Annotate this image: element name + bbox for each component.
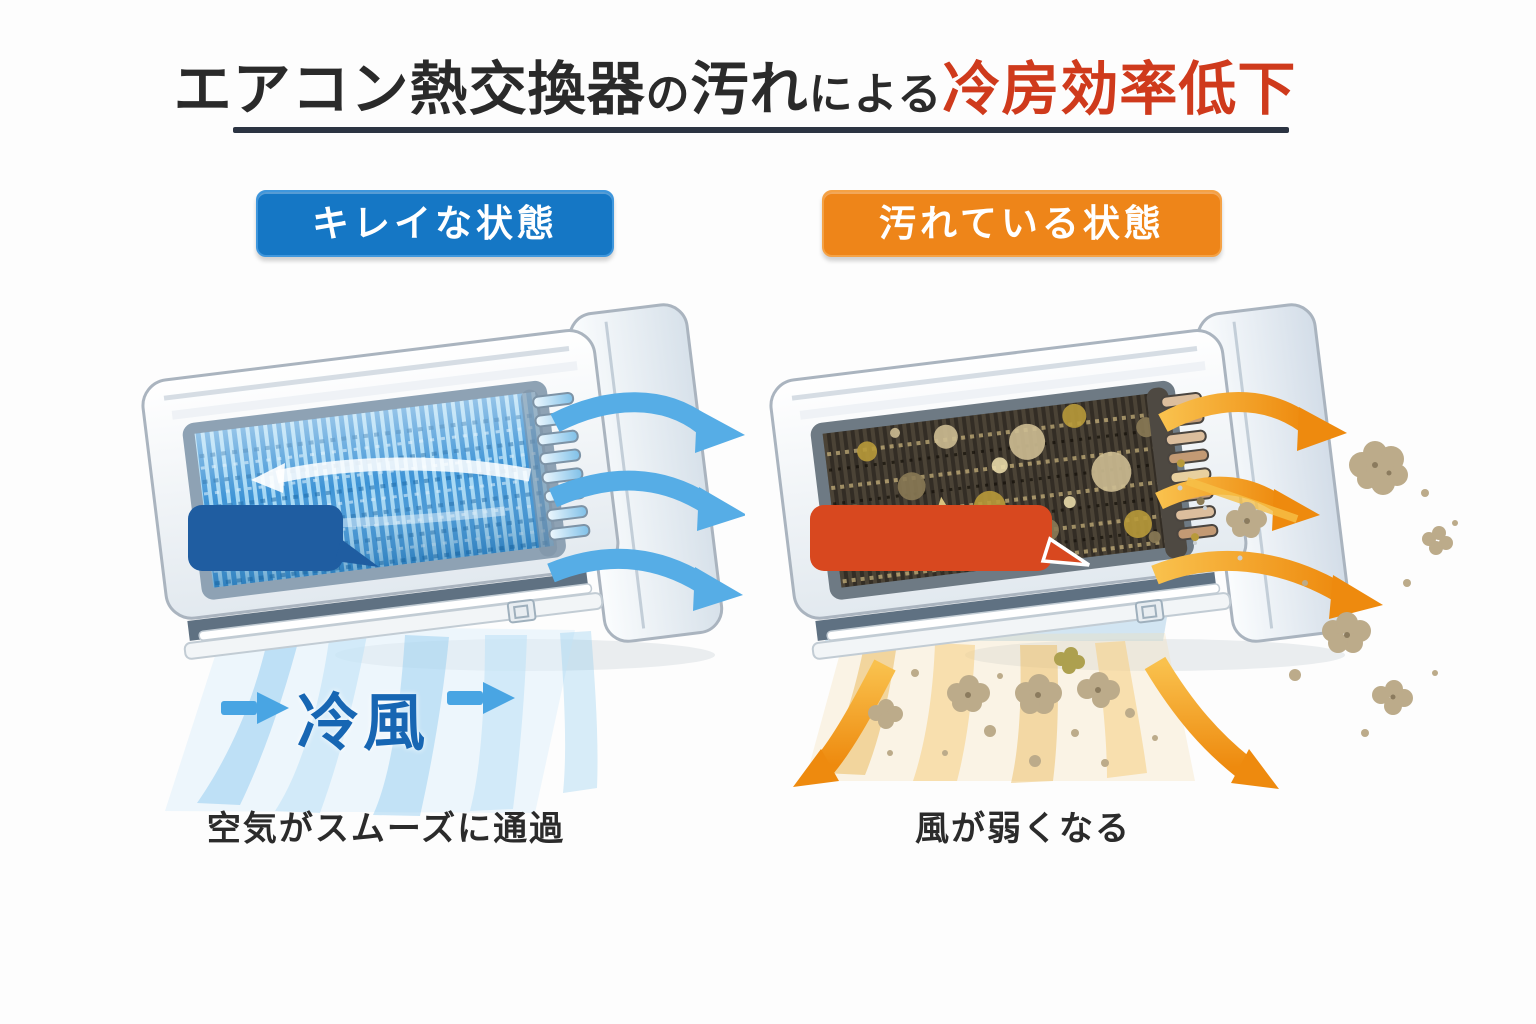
down-left-arrow-icon <box>793 659 896 787</box>
cold-wind-label: 冷風 <box>296 689 429 758</box>
cold-air-arrow-icon <box>221 692 289 724</box>
title-black-2: 汚れ <box>690 57 809 122</box>
speech-bubble-clean <box>188 505 379 571</box>
dust-clump <box>947 675 990 712</box>
title-underline <box>233 127 1289 133</box>
clean-state-badge: キレイな状態 <box>256 190 614 257</box>
dust-clump <box>1054 647 1085 674</box>
speech-bubble-dirty <box>810 505 1090 571</box>
weak-airflow-arrow-icon <box>1151 550 1383 619</box>
dust-clump <box>1372 680 1413 715</box>
louver-fins <box>520 389 591 557</box>
page-title: エアコン熱交換器の汚れによる冷房効率低下 <box>0 58 1470 130</box>
dust-clump <box>1349 441 1408 495</box>
title-small-2: による <box>808 70 943 119</box>
air-outlet <box>183 572 604 660</box>
dust-clump <box>1015 674 1062 714</box>
weak-airflow-arrow-icon <box>1155 476 1320 531</box>
title-small-1: の <box>645 70 691 119</box>
airflow-arrow-icon <box>548 470 745 531</box>
down-right-arrow-icon <box>1144 656 1279 789</box>
downdraft-arrows <box>793 656 1279 789</box>
cold-air-streams <box>165 625 598 816</box>
outflow-arrows-dirty <box>1151 392 1383 619</box>
title-black-1: エアコン熱交換器 <box>173 57 646 122</box>
weak-airflow-arrow-icon <box>1158 392 1347 451</box>
dust-clump <box>1226 502 1267 538</box>
airflow-arrow-icon <box>550 392 745 453</box>
airflow-arrow-icon <box>547 548 743 611</box>
dirty-caption: 風が弱くなる <box>915 810 1131 848</box>
dirty-ac-illustration <box>769 303 1458 789</box>
outflow-arrows-clean <box>547 392 745 611</box>
dust-clump <box>1077 672 1120 708</box>
title-red: 冷房効率低下 <box>942 57 1297 122</box>
dust-clump <box>1322 612 1371 653</box>
clean-caption: 空気がスムーズに通過 <box>206 810 566 848</box>
dust-particles <box>868 441 1458 767</box>
dirty-state-badge: 汚れている状態 <box>822 190 1222 257</box>
cold-air-arrow-icon <box>447 682 515 714</box>
air-outlet <box>811 572 1232 660</box>
clean-ac-illustration <box>141 303 745 816</box>
dust-clump <box>1422 526 1453 555</box>
dust-clump <box>868 699 903 729</box>
